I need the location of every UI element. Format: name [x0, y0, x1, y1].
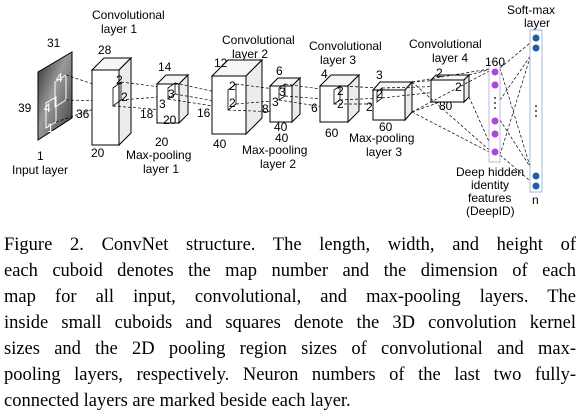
input-layer: 31 39 1 4 4 1 Input layer	[12, 36, 73, 177]
pool1-kernel-2: 3	[159, 97, 166, 111]
pool2-kernel-1: 3	[279, 85, 286, 99]
pool3-label-line1: Max-pooling	[349, 131, 414, 145]
softmax-neuron-count: n	[532, 193, 539, 207]
softmax-label-line2: layer	[524, 16, 550, 30]
pool3-kernel-1: 2	[366, 100, 373, 114]
caption-line: Figure 2. ConvNet structure. The length,…	[4, 235, 576, 255]
caption-line: sizes and the 2D pooling region sizes of…	[4, 339, 576, 359]
input-kernel-d: 1	[47, 121, 54, 135]
conv1-dim-depth: 20	[91, 146, 105, 160]
convnet-structure-diagram: 31 39 1 4 4 1 Input layer Convolutional …	[12, 3, 555, 218]
conv1-label-line2: layer 1	[101, 22, 137, 36]
deepid-label-line2: identity	[471, 178, 509, 192]
conv2-label-line2: layer 2	[232, 47, 268, 61]
conv1-dim-height: 36	[76, 107, 90, 121]
max-pooling-layer-1: 14 3 3 18 20 20 Max-pooling layer 1	[126, 60, 191, 176]
pool3-label-line2: layer 3	[366, 145, 402, 159]
caption-line: each cuboid denotes the map number and t…	[4, 261, 576, 281]
deepid-label-line1: Deep hidden	[456, 165, 524, 179]
pool2-dim-width: 6	[276, 64, 283, 78]
caption-line: pooling layers, respectively. Neuron num…	[4, 365, 576, 385]
pool1-label-line2: layer 1	[143, 162, 179, 176]
pool3-kernel-2: 2	[376, 87, 383, 101]
deepid-neuron	[491, 148, 499, 156]
conv3-dim-width: 4	[321, 67, 328, 81]
fc-connections	[411, 37, 537, 187]
pool2-depth-label: 40	[275, 131, 289, 145]
pool1-label-line1: Max-pooling	[126, 148, 191, 162]
input-dim-depth: 1	[37, 149, 44, 163]
conv2-dim-height: 16	[197, 106, 211, 120]
conv2-dim-depth: 40	[213, 137, 227, 151]
figure-caption: Figure 2. ConvNet structure. The length,…	[4, 232, 576, 414]
conv1-kernel-1: 2	[116, 73, 123, 87]
conv4-label-line1: Convolutional	[409, 37, 482, 51]
conv3-dim-depth: 60	[325, 126, 339, 140]
deepid-neuron	[491, 68, 499, 76]
conv-layer-4: Convolutional layer 4 2 2 80	[409, 37, 482, 113]
pool1-dim-depth: 20	[163, 113, 177, 127]
deepid-neuron	[491, 130, 499, 138]
pool1-dim-width: 14	[158, 60, 172, 74]
input-dim-height: 39	[18, 101, 32, 115]
softmax-layer: Soft-max layer n	[507, 3, 555, 207]
pool3-dim-depth: 60	[379, 120, 393, 134]
deepid-label-line4: (DeepID)	[466, 204, 515, 218]
input-kernel-w: 4	[56, 71, 63, 85]
caption-line: connected layers are marked beside each …	[4, 391, 351, 411]
softmax-neuron	[532, 182, 540, 190]
conv2-dim-width: 12	[214, 56, 228, 70]
conv-layer-3: Convolutional layer 3 4 6 60 2 2	[309, 39, 382, 140]
conv4-dim-width: 2	[436, 66, 443, 80]
conv3-label-line2: layer 3	[320, 53, 356, 67]
input-layer-label: Input layer	[12, 163, 68, 177]
caption-line: inside small cuboids and squares denote …	[4, 313, 576, 333]
conv4-dim-depth: 80	[439, 99, 453, 113]
pool3-dim-width: 3	[376, 68, 383, 82]
softmax-label-line1: Soft-max	[507, 3, 555, 17]
deepid-label-line3: features	[468, 191, 511, 205]
conv1-kernel-2: 2	[121, 90, 128, 104]
conv3-kernel-1: 2	[337, 84, 344, 98]
conv1-dim-width: 28	[98, 43, 112, 57]
deepid-neuron	[491, 117, 499, 125]
softmax-neuron	[532, 34, 540, 42]
conv4-label-line2: layer 4	[432, 51, 468, 65]
max-pooling-layer-2: 6 3 3 8 40 40 Max-pooling layer 2	[242, 64, 307, 171]
deepid-layer: 160 Deep hidden identity features (DeepI…	[456, 55, 524, 218]
pool2-dim-height: 8	[262, 102, 269, 116]
deepid-neuron	[491, 81, 499, 89]
pool2-label-line1: Max-pooling	[242, 143, 307, 157]
pool1-depth-label: 20	[155, 135, 169, 149]
conv2-kernel-1: 2	[229, 79, 236, 93]
conv3-dim-height: 6	[311, 101, 318, 115]
pool2-dim-depth: 40	[274, 120, 288, 134]
pool1-kernel-1: 3	[168, 87, 175, 101]
conv1-label-line1: Convolutional	[92, 8, 165, 22]
input-dim-width: 31	[47, 36, 61, 50]
conv-layer-1: Convolutional layer 1 28 36 20 2 2	[76, 8, 165, 160]
pool2-label-line2: layer 2	[260, 157, 296, 171]
conv-layer-2: Convolutional layer 2 12 16 40 2 2	[197, 33, 295, 151]
pool1-dim-height: 18	[140, 107, 154, 121]
conv3-label-line1: Convolutional	[309, 39, 382, 53]
max-pooling-layer-3: 3 2 2 60 Max-pooling layer 3	[349, 68, 414, 159]
caption-line: map for all input, convolutional, and ma…	[4, 287, 576, 307]
deepid-neuron-count: 160	[485, 55, 505, 69]
softmax-neuron	[532, 44, 540, 52]
softmax-neuron	[532, 172, 540, 180]
conv2-kernel-2: 2	[229, 96, 236, 110]
input-kernel-h: 4	[44, 101, 51, 115]
pool2-kernel-2: 3	[272, 95, 279, 109]
conv2-label-line1: Convolutional	[222, 33, 295, 47]
